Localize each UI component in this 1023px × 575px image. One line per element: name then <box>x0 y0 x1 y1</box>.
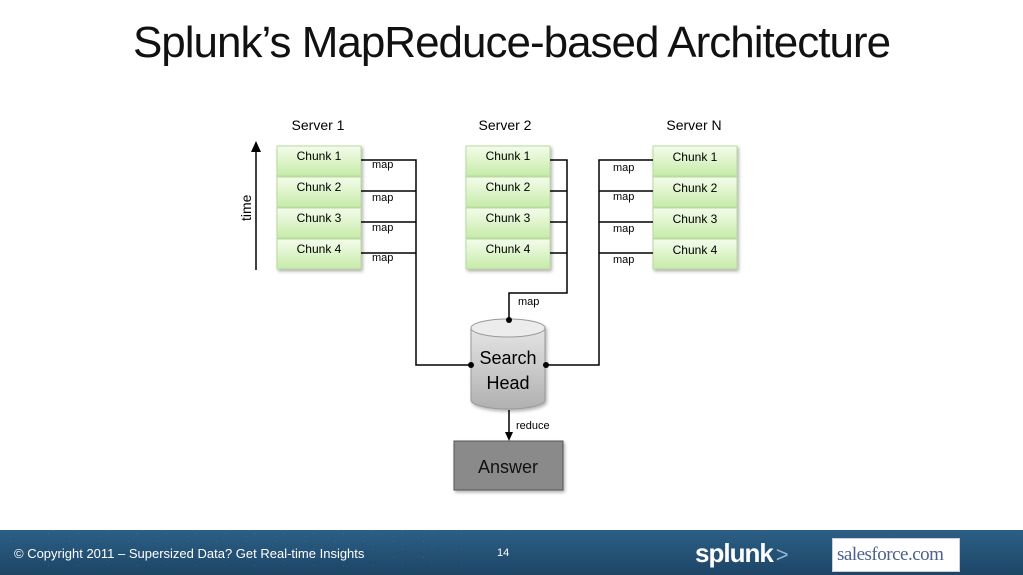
search-head-left-port <box>468 362 474 368</box>
server-n-chunks <box>652 145 738 270</box>
server-n-chunk-4 <box>652 238 738 270</box>
server-1-chunk-1 <box>276 145 362 177</box>
architecture-diagram: Server 1 Server 2 Server N time Chunk 1 … <box>238 117 738 491</box>
server-2-map-connectors <box>508 159 568 320</box>
map-label-s1-3: map <box>372 222 393 234</box>
splunk-chevron-icon: > <box>775 542 789 567</box>
server-1-chunks <box>276 145 362 270</box>
reduce-arrow-head <box>505 432 513 441</box>
server-2-label: Server 2 <box>479 117 532 133</box>
server-1-chunk-2-label: Chunk 2 <box>297 180 342 194</box>
map-label-sn-1: map <box>613 162 634 174</box>
search-head-top-port <box>506 317 512 323</box>
search-head-label-line1: Search <box>479 348 536 368</box>
server-2-chunks <box>465 145 551 270</box>
map-label-s1-4: map <box>372 252 393 264</box>
server-n-chunk-3 <box>652 207 738 239</box>
server-n-chunk-3-label: Chunk 3 <box>673 212 718 226</box>
server-2-chunk-1 <box>465 145 551 177</box>
server-1-chunk-3-label: Chunk 3 <box>297 211 342 225</box>
answer-box <box>453 440 564 491</box>
search-head-label-line2: Head <box>486 373 529 393</box>
time-label: time <box>238 194 254 221</box>
splunk-logo: splunk> <box>695 538 789 569</box>
map-label-s1-2: map <box>372 192 393 204</box>
server-1-chunk-4 <box>276 238 362 270</box>
server-2-chunk-2 <box>465 176 551 208</box>
reduce-label: reduce <box>516 420 550 432</box>
server-n-map-connectors <box>546 159 653 366</box>
server-1-chunk-4-label: Chunk 4 <box>297 242 342 256</box>
time-arrow-head <box>251 141 261 152</box>
map-label-s2: map <box>518 296 539 308</box>
map-label-sn-3: map <box>613 223 634 235</box>
answer-label: Answer <box>478 457 538 477</box>
server-2-chunk-2-label: Chunk 2 <box>486 180 531 194</box>
server-n-chunk-1 <box>652 145 738 177</box>
server-1-label: Server 1 <box>292 117 345 133</box>
server-2-chunk-3-label: Chunk 3 <box>486 211 531 225</box>
salesforce-logo: salesforce.com <box>832 538 960 572</box>
server-1-chunk-3 <box>276 207 362 239</box>
search-head-right-port <box>543 362 549 368</box>
footer-background-texture: · · · · · · · · · · · · · · · · · · · · … <box>8 530 464 570</box>
page-number: 14 <box>497 547 510 559</box>
footer-copyright: © Copyright 2011 – Supersized Data? Get … <box>14 546 365 561</box>
search-head-cylinder <box>470 318 546 410</box>
salesforce-logo-text: salesforce.com <box>837 544 944 565</box>
server-n-chunk-1-label: Chunk 1 <box>673 150 718 164</box>
map-label-sn-4: map <box>613 254 634 266</box>
server-n-chunk-2 <box>652 176 738 208</box>
server-n-chunk-4-label: Chunk 4 <box>673 243 718 257</box>
map-label-sn-2: map <box>613 191 634 203</box>
server-1-chunk-2 <box>276 176 362 208</box>
slide-title: Splunk’s MapReduce-based Architecture <box>132 18 891 67</box>
server-2-chunk-3 <box>465 207 551 239</box>
splunk-logo-text: splunk <box>695 538 774 568</box>
map-label-s1-1: map <box>372 159 393 171</box>
server-2-chunk-1-label: Chunk 1 <box>486 149 531 163</box>
server-n-label: Server N <box>666 117 721 133</box>
server-2-chunk-4 <box>465 238 551 270</box>
footer-bar: · · · · · · · · · · · · · · · · · · · · … <box>0 530 1023 575</box>
server-n-chunk-2-label: Chunk 2 <box>673 181 718 195</box>
server-2-chunk-4-label: Chunk 4 <box>486 242 531 256</box>
server-1-map-connectors <box>361 159 471 366</box>
server-1-chunk-1-label: Chunk 1 <box>297 149 342 163</box>
